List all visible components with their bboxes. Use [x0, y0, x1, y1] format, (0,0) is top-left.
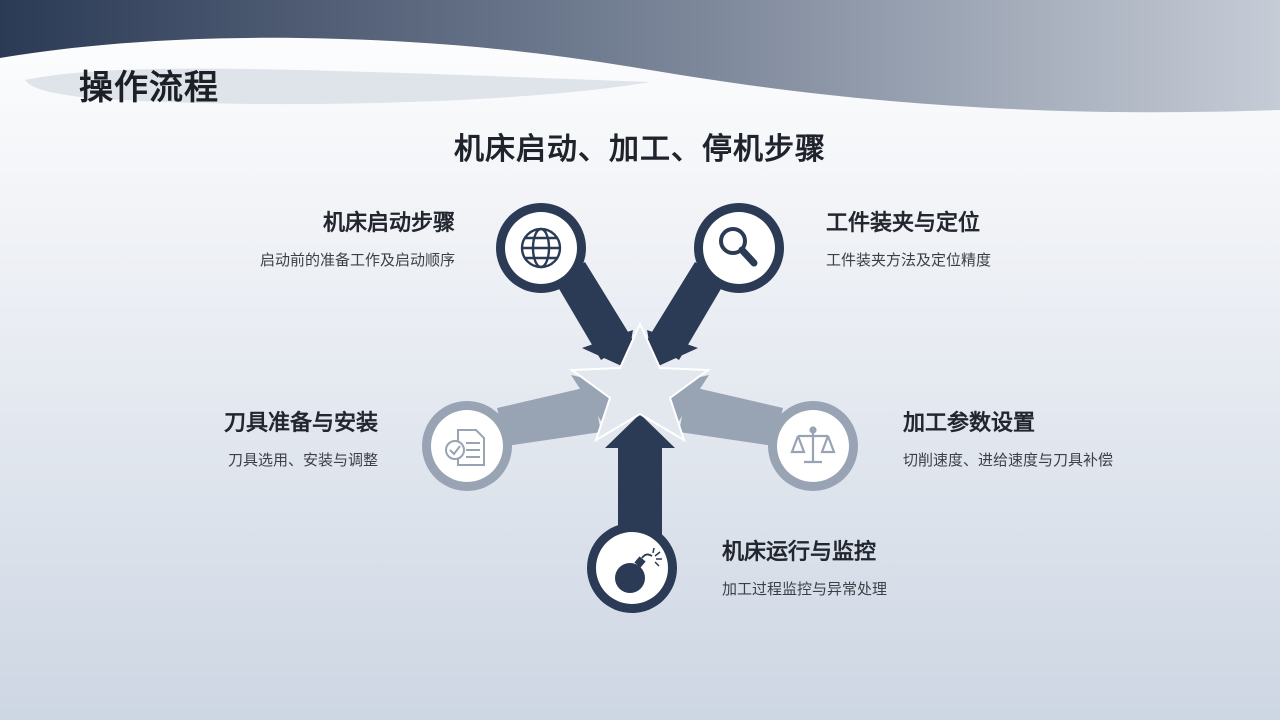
document-check-icon — [445, 429, 485, 466]
globe-icon — [520, 227, 562, 269]
step-2-circle — [694, 203, 784, 293]
step-3-desc: 刀具选用、安装与调整 — [227, 451, 378, 469]
step-4-circle — [768, 401, 858, 491]
step-3-circle — [422, 401, 512, 491]
step-1-title: 机床启动步骤 — [322, 211, 455, 236]
step-3-label: 刀具准备与安装 刀具选用、安装与调整 — [224, 405, 378, 470]
step-2-label: 工件装夹与定位 工件装夹方法及定位精度 — [826, 205, 991, 270]
step-5-title: 机床运行与监控 — [722, 540, 877, 565]
step-1-label: 机床启动步骤 启动前的准备工作及启动顺序 — [260, 205, 455, 270]
page-title: 操作流程 — [79, 68, 219, 108]
header-wave-banner — [0, 0, 1280, 113]
step-3-title: 刀具准备与安装 — [223, 411, 378, 436]
step-4-desc: 切削速度、进给速度与刀具补偿 — [903, 451, 1114, 469]
step-2-desc: 工件装夹方法及定位精度 — [826, 251, 992, 269]
diagram-title: 机床启动、加工、停机步骤 — [454, 132, 826, 167]
step-5-circle — [587, 523, 677, 613]
scales-icon — [790, 426, 836, 464]
center-star — [569, 321, 711, 443]
step-1-circle — [496, 203, 586, 293]
step-2-title: 工件装夹与定位 — [826, 211, 981, 236]
arm-top-right — [647, 262, 725, 368]
step-5-label: 机床运行与监控 加工过程监控与异常处理 — [722, 534, 887, 599]
arm-bottom — [605, 414, 675, 540]
arm-top-left — [555, 262, 633, 368]
step-1-desc: 启动前的准备工作及启动顺序 — [259, 251, 455, 269]
bomb-icon — [615, 547, 662, 593]
search-icon — [719, 227, 758, 267]
step-5-desc: 加工过程监控与异常处理 — [722, 580, 888, 598]
step-4-title: 加工参数设置 — [903, 411, 1036, 436]
step-4-label: 加工参数设置 切削速度、进给速度与刀具补偿 — [903, 405, 1113, 470]
